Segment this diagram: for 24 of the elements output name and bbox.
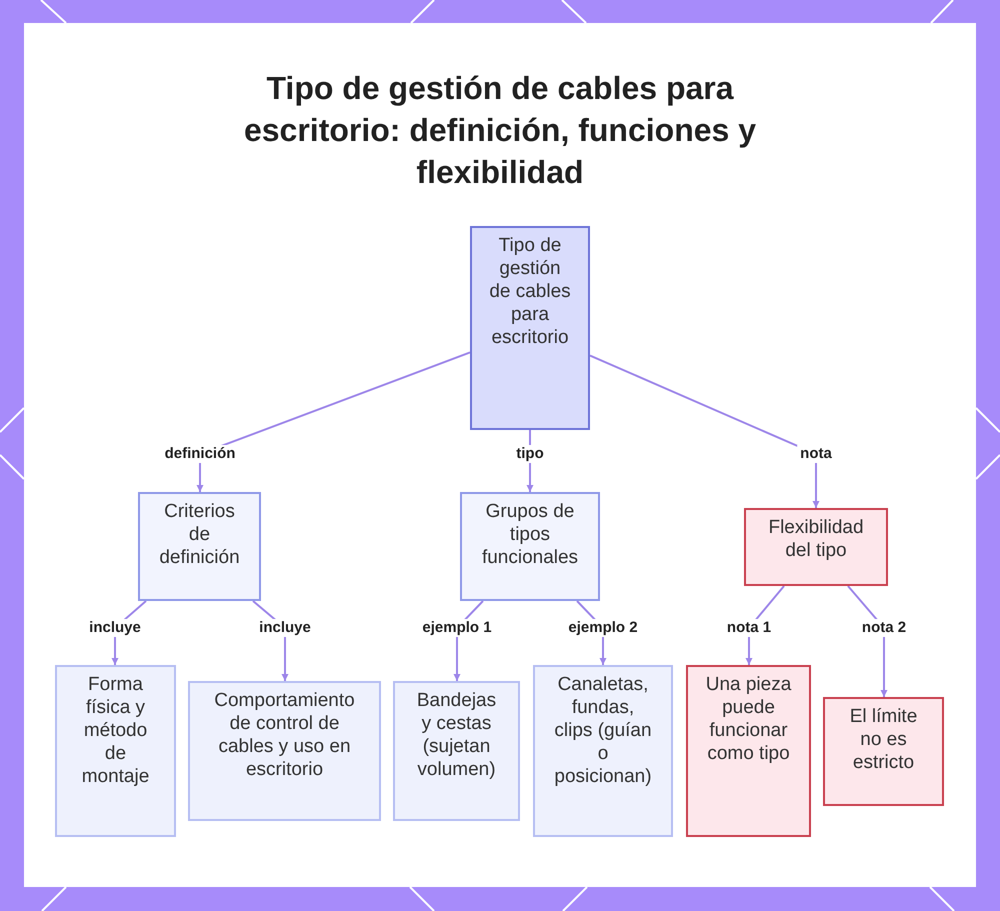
note-box (686, 665, 811, 837)
note-box (744, 508, 888, 586)
concept-box (460, 492, 600, 601)
node-label: Grupos de tipos funcionales (480, 500, 580, 569)
diagram-title: Tipo de gestión de cables para escritorio: definición, funciones y flexibilidad (242, 69, 758, 192)
connector-arrow (590, 354, 820, 508)
topic-box (470, 226, 590, 430)
note-box (823, 697, 944, 806)
node-label: Forma física y método de montaje (80, 673, 150, 788)
node-label: Comportamiento de control de cables y uso en escritorio (213, 689, 356, 781)
edge-label: nota (797, 445, 835, 463)
node-label: Una pieza puede funcionar como tipo (704, 673, 792, 765)
node-label: El límite no es estricto (848, 705, 918, 774)
concept-box (55, 665, 176, 837)
node-label: Flexibilidad del tipo (767, 516, 865, 562)
concept-box (533, 665, 673, 837)
node-label: Tipo de gestión de cables para escritorio (488, 234, 572, 349)
concept-box (393, 681, 520, 821)
node-label: Bandejas y cestas (sujetan volumen) (416, 689, 498, 781)
connector-arrow (196, 352, 470, 492)
concept-box (138, 492, 261, 601)
concept-box (188, 681, 381, 821)
node-label: Criterios de definición (158, 500, 241, 569)
node-label: Canaletas, fundas, clips (guían o posicionan) (553, 673, 653, 788)
